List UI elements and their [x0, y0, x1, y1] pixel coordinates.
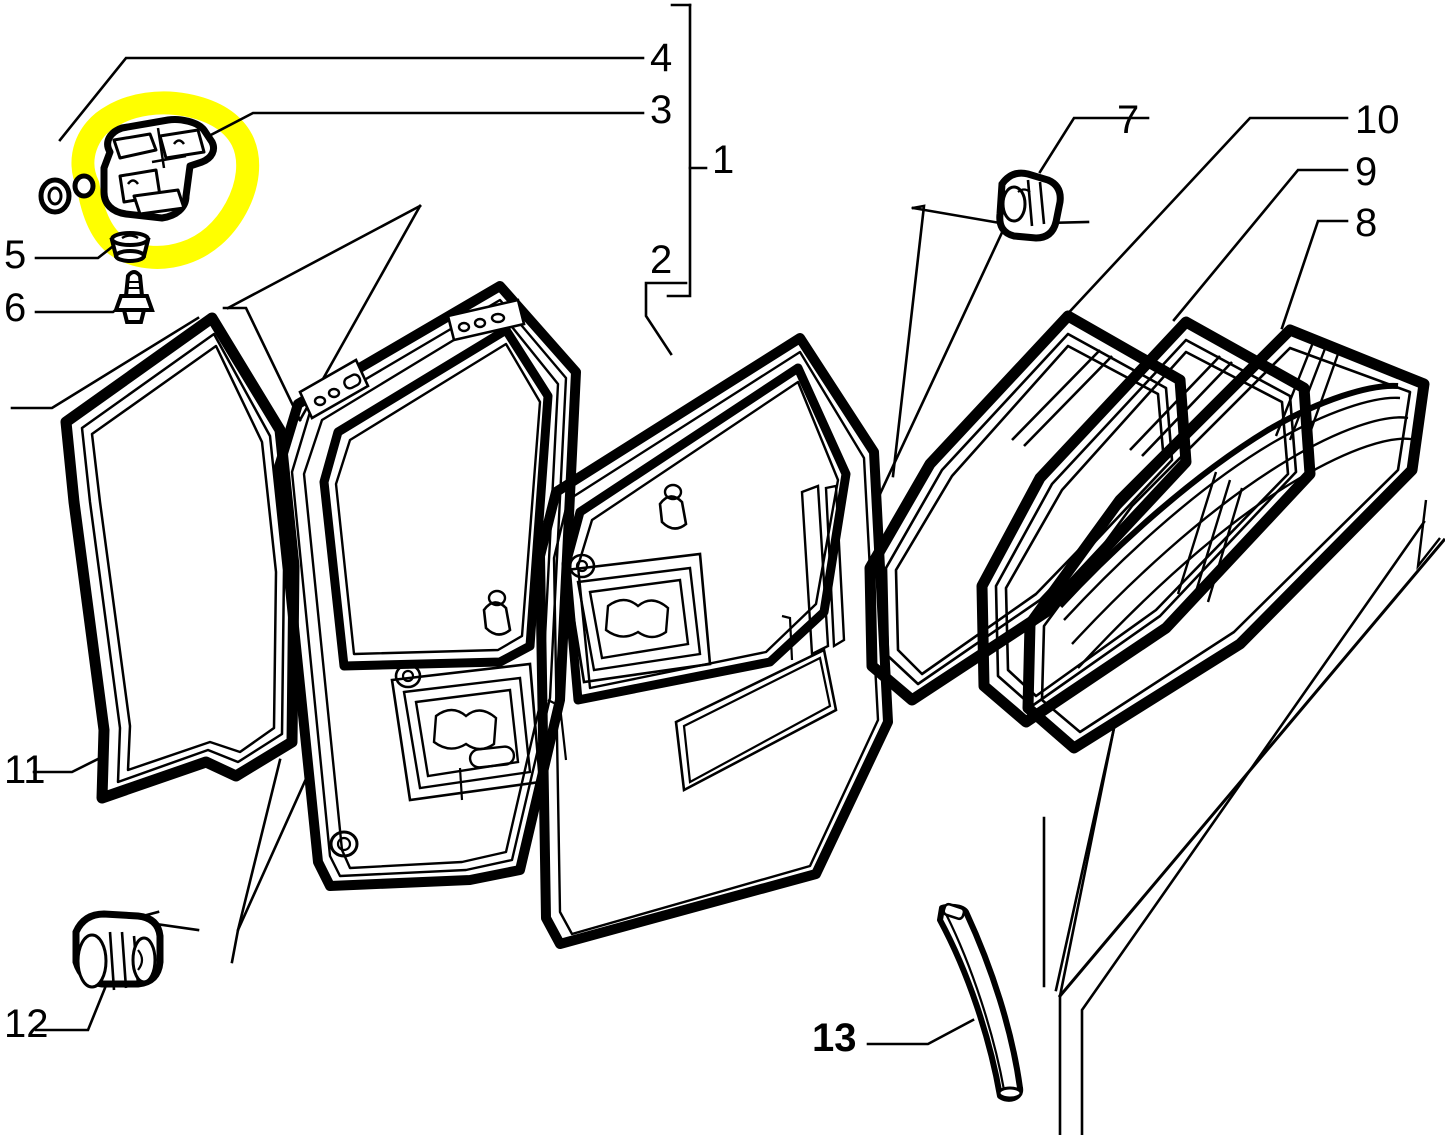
rear-window-seal-inner-part — [976, 316, 1316, 728]
leader-4 — [58, 56, 645, 142]
callout-number-13: 13 — [812, 1016, 857, 1060]
pointer-grommet-d — [911, 206, 1008, 226]
pointer-br-f — [1080, 520, 1426, 1135]
callout-number-11: 11 — [4, 748, 46, 792]
stop-screw-part — [113, 270, 155, 324]
callout-number-7: 7 — [1117, 98, 1140, 142]
leader-8 — [1280, 219, 1349, 330]
callout-number-8: 8 — [1355, 201, 1378, 245]
leader-11 — [32, 754, 106, 774]
leader-lines — [10, 3, 1445, 1135]
pointer-12-b — [236, 758, 282, 932]
callout-number-3: 3 — [650, 88, 673, 132]
tailgate-outer-panel-part — [535, 333, 893, 949]
bracket-group-1 — [666, 3, 692, 298]
leader-7 — [1038, 116, 1150, 174]
pointer-left-seal-c — [226, 204, 422, 310]
grommet-plug-part — [996, 169, 1064, 242]
callout-number-2: 2 — [650, 238, 673, 282]
callout-number-9: 9 — [1355, 150, 1378, 194]
pointer-br-b — [1054, 726, 1116, 992]
callout-number-1: 1 — [712, 138, 735, 182]
callout-number-5: 5 — [4, 233, 27, 277]
callout-number-12: 12 — [4, 1002, 49, 1046]
pointer-left-seal-b — [10, 316, 200, 410]
leader-13 — [866, 1018, 975, 1046]
glass-trim-filler-strip-part — [937, 902, 1024, 1102]
leader-12 — [34, 986, 107, 1032]
lock-striker-assembly-part — [100, 116, 218, 222]
callout-number-10: 10 — [1355, 98, 1400, 142]
callout-number-4: 4 — [650, 36, 673, 80]
tailgate-weatherstrip-seal-part — [60, 312, 300, 804]
pointer-left-seal-a — [222, 306, 302, 422]
callout-number-6: 6 — [4, 286, 27, 330]
rubber-buffer-part — [109, 231, 151, 263]
leader-10 — [1058, 116, 1349, 324]
leader-9 — [1172, 168, 1349, 322]
rear-window-glass-part — [1022, 324, 1441, 754]
tailgate-window-frame — [273, 281, 581, 891]
leader-2 — [644, 281, 688, 356]
pointer-12-c — [230, 768, 312, 964]
buffer-stop-rubber-part — [72, 910, 164, 991]
pointer-grommet-c — [878, 222, 1008, 496]
upper-bracket-hinge-part — [38, 173, 96, 215]
